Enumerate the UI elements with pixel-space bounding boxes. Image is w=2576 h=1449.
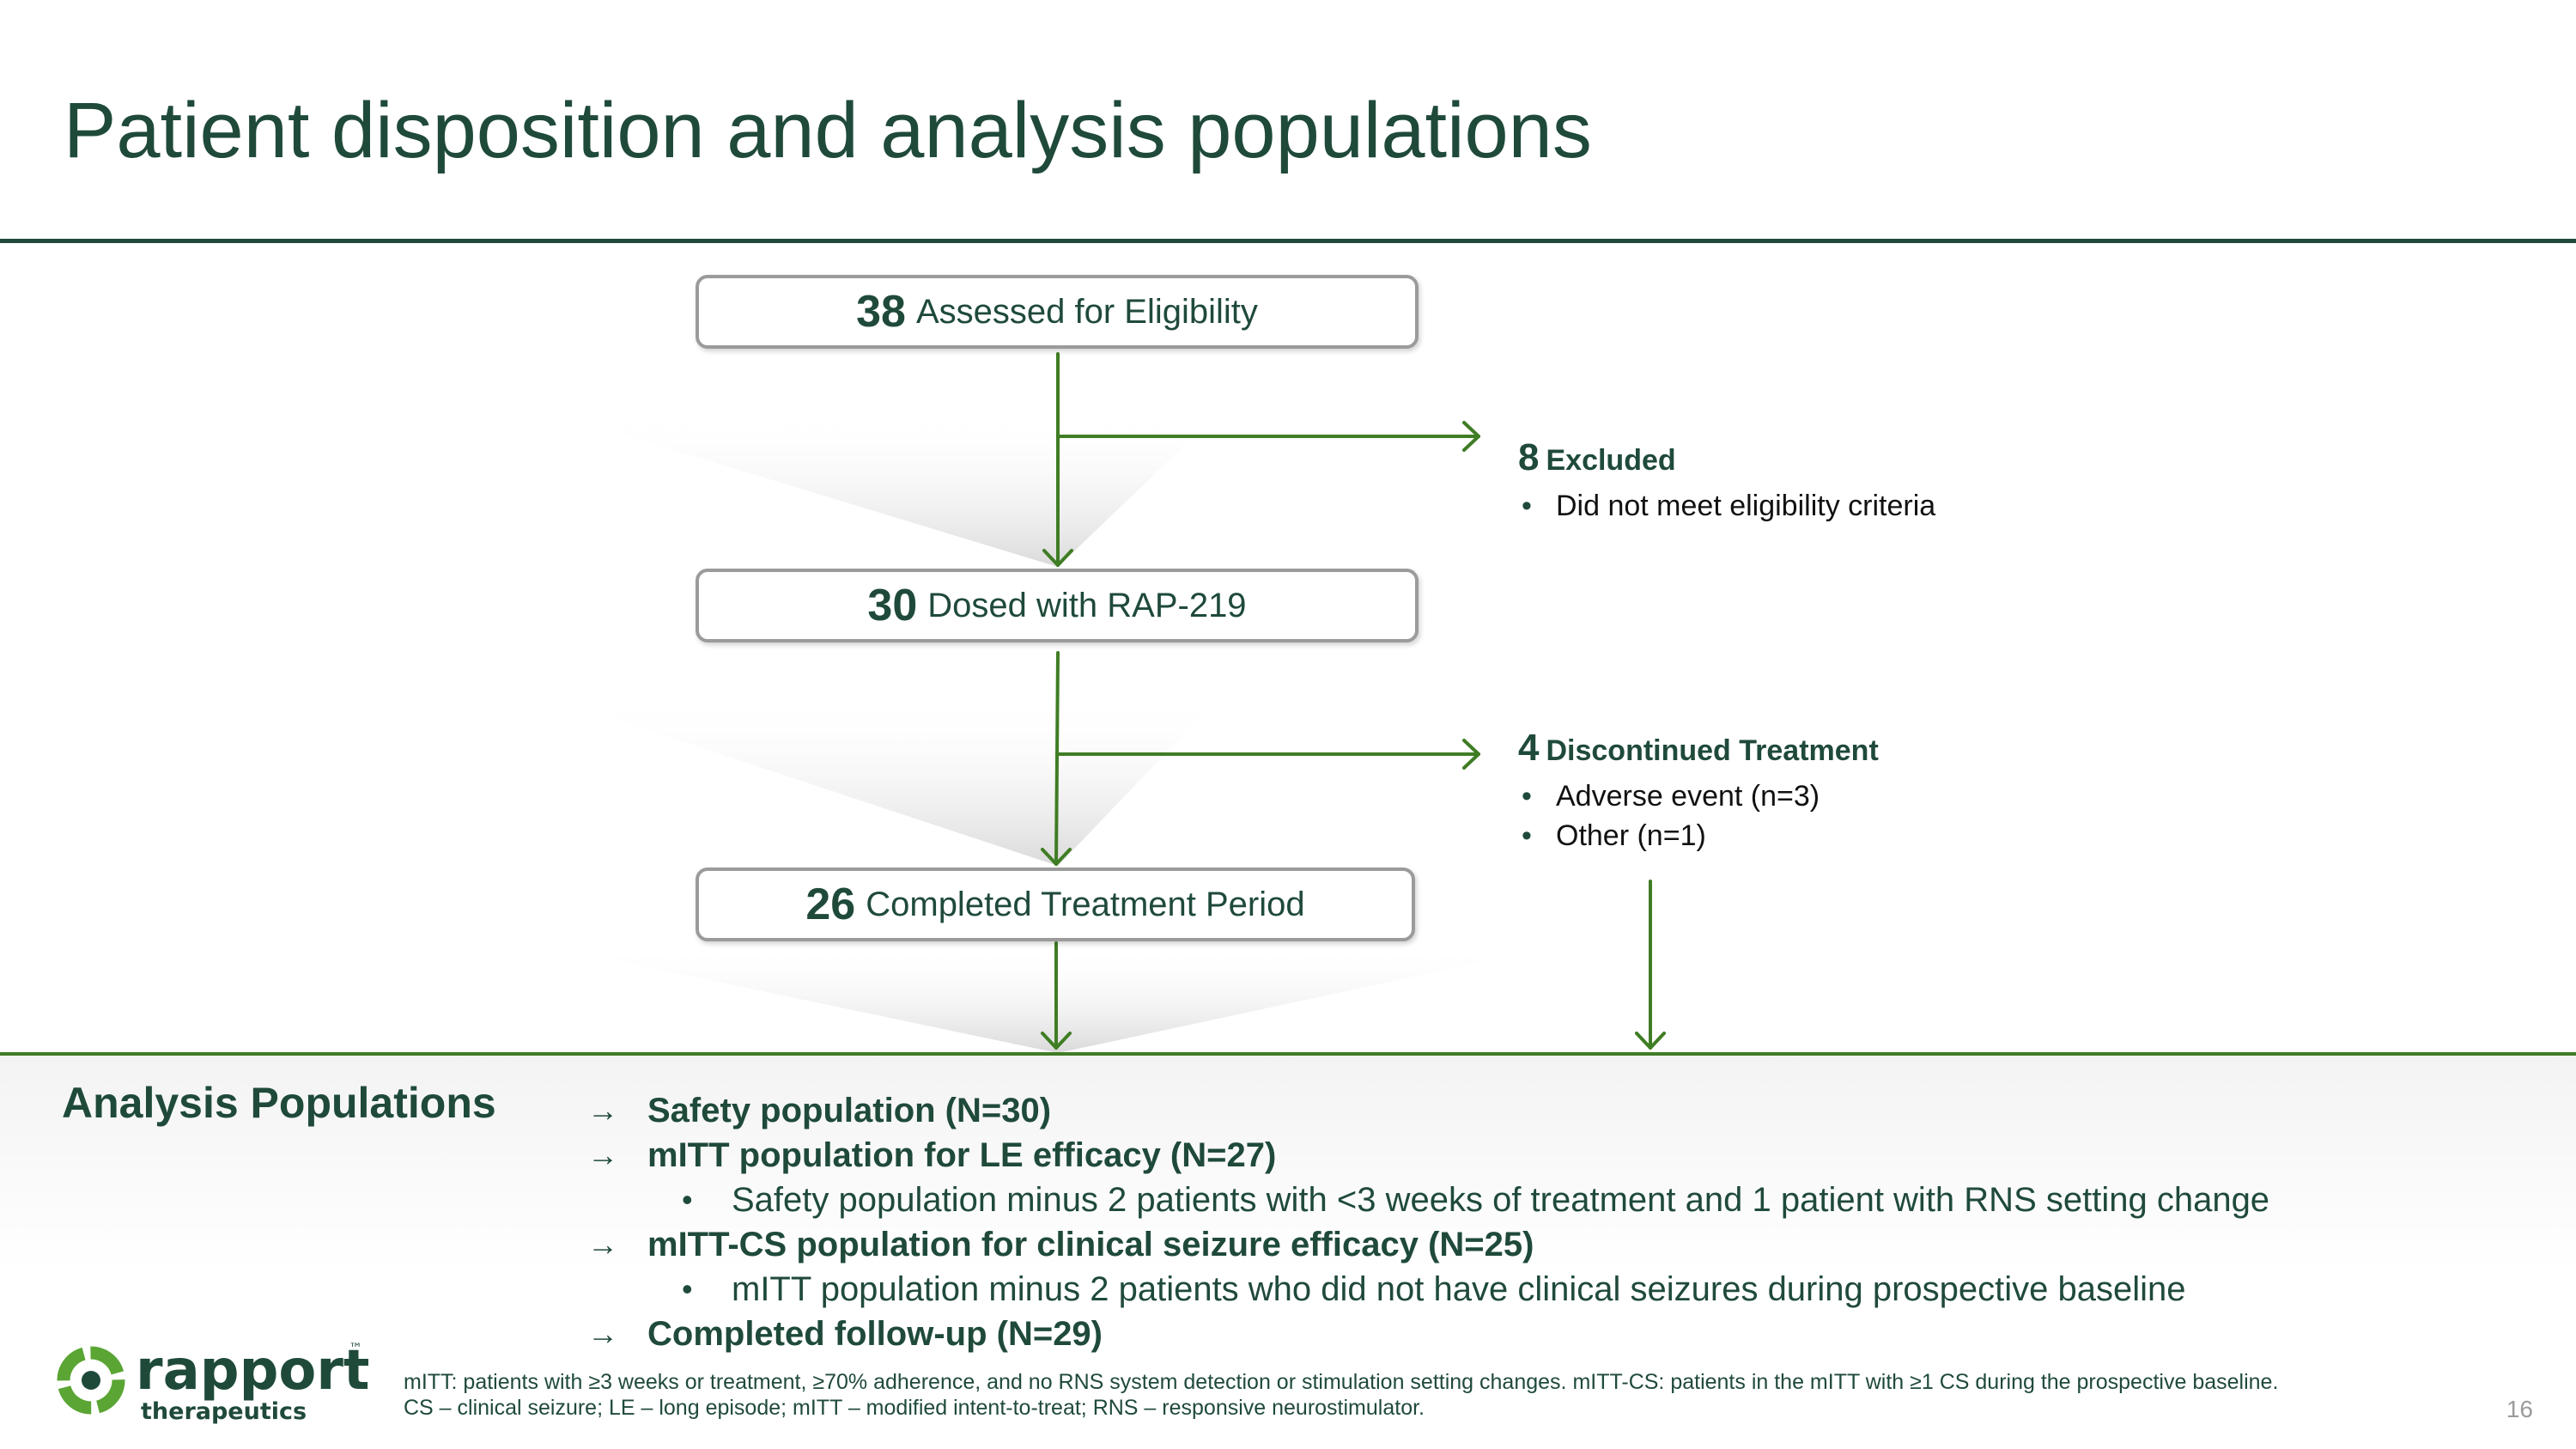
eligibility-label: Assessed for Eligibility [915,292,1258,331]
population-item: → Safety population (N=30) [587,1088,2269,1133]
arrowhead [1462,739,1480,770]
arrow-right-icon: → [587,1227,618,1262]
population-detail-text: mITT population minus 2 patients who did… [732,1269,2186,1308]
eligibility-count: 38 [856,287,906,337]
eligibility-box: 38 Assessed for Eligibility [696,275,1419,349]
logo-tagline: therapeutics [141,1398,307,1425]
arrowhead [1041,848,1072,866]
excluded-reason: Did not meet eligibility criteria [1518,486,1935,526]
funnel-shadow [550,412,1219,567]
population-item: → Completed follow-up (N=29) [587,1312,2269,1356]
discontinued-reason: Adverse event (n=3) [1518,776,1879,816]
funnel-shadow [550,697,1219,866]
arrow-right-icon: → [587,1316,618,1351]
arrow-right-icon: → [587,1093,618,1128]
dosed-label: Dosed with RAP-219 [927,586,1247,624]
footnote: mITT: patients with ≥3 weeks or treatmen… [404,1370,2279,1394]
population-label: Safety population (N=30) [647,1091,1052,1129]
population-item: → mITT-CS population for clinical seizure… [587,1222,2269,1267]
excluded-heading: Excluded [1546,444,1676,477]
flow-connector [1054,651,1060,866]
rapport-logo: rapport ™ therapeutics [57,1339,370,1425]
analysis-title: Analysis Populations [62,1079,496,1127]
bullet-icon: • [682,1271,693,1306]
discontinued-reason: Other (n=1) [1518,816,1879,855]
slide-title: Patient disposition and analysis populat… [64,87,1592,174]
title-divider [0,239,2576,243]
page-number: 16 [2506,1396,2533,1422]
completed-count: 26 [805,880,856,929]
dosed-box: 30 Dosed with RAP-219 [696,569,1419,642]
population-label: Completed follow-up (N=29) [647,1314,1103,1353]
population-detail: • Safety population minus 2 patients with… [587,1178,2269,1222]
logo-wordmark: rapport [136,1339,370,1403]
population-detail-text: Safety population minus 2 patients with … [732,1180,2270,1219]
arrowhead [1042,549,1073,567]
footnote: CS – clinical seizure; LE – long episode… [404,1396,1425,1420]
population-item: → mITT population for LE efficacy (N=27) [587,1133,2269,1178]
discontinued-count: 4 [1518,727,1540,769]
arrowhead [1635,1032,1666,1050]
population-list: → Safety population (N=30) → mITT populati… [587,1088,2269,1356]
population-label: mITT-CS population for clinical seizure … [647,1225,1534,1263]
logo-trademark: ™ [349,1340,362,1356]
analysis-panel [0,1055,2576,1449]
population-detail: • mITT population minus 2 patients who di… [587,1267,2269,1312]
excluded-count: 8 [1518,436,1540,478]
discontinued-heading: Discontinued Treatment [1546,734,1879,767]
arrowhead [1041,1032,1072,1050]
population-label: mITT population for LE efficacy (N=27) [647,1135,1277,1174]
bullet-icon: • [682,1182,693,1217]
funnel-shadow [550,947,1554,1053]
arrowhead [1462,421,1480,452]
completed-box: 26 Completed Treatment Period [696,868,1415,941]
dosed-count: 30 [867,581,918,630]
logo-mark-icon [57,1346,125,1415]
completed-label: Completed Treatment Period [866,885,1305,923]
arrow-right-icon: → [587,1137,618,1172]
